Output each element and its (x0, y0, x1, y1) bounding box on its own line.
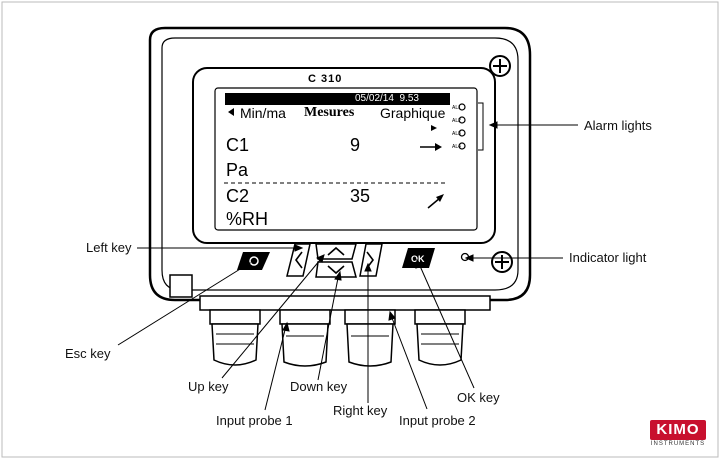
gland-plate (199, 295, 491, 311)
channel2-name: C2 (226, 186, 250, 206)
input-probe-1-connector (279, 309, 331, 367)
up-key[interactable] (315, 243, 357, 260)
kimo-logo-name: KIMO (650, 420, 706, 440)
status-bar (225, 93, 450, 105)
channel1-name: C1 (226, 135, 250, 155)
leader-ok-key-arrowhead-icon (415, 258, 423, 269)
left-key[interactable] (286, 243, 311, 277)
callout-down-key: Down key (290, 379, 348, 394)
alarm-light-1-icon (458, 103, 466, 111)
callout-input-probe-2: Input probe 2 (399, 413, 476, 428)
leader-input-probe-1 (264, 329, 286, 411)
trend-arrow-up-icon (427, 197, 441, 209)
channel1-unit: Pa (226, 160, 249, 180)
status-datetime: 05/02/14 9.53 (355, 93, 419, 104)
down-chevron-icon (327, 265, 345, 275)
alarm-light-2-icon (458, 116, 466, 124)
up-chevron-icon (327, 246, 345, 256)
screw-top-right-icon (489, 55, 511, 77)
alarm-bracket (478, 102, 484, 151)
menu-left-label: Min/ma (240, 105, 286, 121)
ok-key-label: OK (411, 254, 425, 264)
esc-icon (249, 256, 259, 266)
trend-arrow-up-head-icon (436, 194, 444, 202)
leader-esc-key (117, 265, 246, 346)
alarm-light-4-icon (458, 142, 466, 150)
leader-ok-key (419, 265, 475, 389)
callout-alarm-lights: Alarm lights (584, 118, 652, 133)
model-label: C 310 (308, 73, 343, 85)
display-screen (214, 87, 478, 231)
channel1-value: 9 (350, 135, 361, 155)
callout-esc-key: Esc key (65, 346, 111, 361)
channel2-value: 35 (350, 186, 371, 206)
leader-alarm-lights-arrowhead-icon (488, 121, 498, 129)
callout-indicator-light: Indicator light (569, 250, 647, 265)
alarm-lights (458, 103, 466, 150)
leader-right-key-arrowhead-icon (364, 262, 372, 272)
mount-tab-left (169, 274, 193, 298)
leader-left-key-arrowhead-icon (294, 244, 304, 252)
cable-gland-right (414, 309, 466, 366)
kimo-logo-tagline: INSTRUMENTS (650, 441, 706, 447)
alarm-light-3-icon (458, 129, 466, 137)
menu-right-arrow-icon (431, 125, 437, 131)
trend-arrow-right-head-icon (435, 143, 442, 151)
leader-input-probe-2-arrowhead-icon (388, 310, 396, 321)
alarm-label-1: AL1 (452, 105, 461, 111)
channel2-unit: %RH (226, 209, 269, 229)
callout-up-key: Up key (188, 379, 229, 394)
leader-esc-key-arrowhead-icon (242, 262, 251, 270)
callout-ok-key: OK key (457, 390, 500, 405)
leader-down-key (317, 277, 339, 381)
left-chevron-icon (295, 251, 303, 269)
callout-right-key: Right key (333, 403, 388, 418)
leader-up-key-arrowhead-icon (316, 254, 325, 263)
callout-left-key: Left key (86, 240, 132, 255)
leader-input-probe-1-arrowhead-icon (282, 321, 290, 332)
alarm-label-2: AL2 (452, 118, 461, 124)
kimo-logo: KIMO INSTRUMENTS (650, 420, 706, 450)
alarm-label-4: AL4 (452, 144, 461, 150)
leader-down-key-arrowhead-icon (334, 270, 342, 281)
leader-indicator-light-arrowhead-icon (464, 254, 474, 262)
screw-bottom-right-icon (491, 251, 513, 273)
leader-input-probe-2 (391, 317, 428, 410)
menu-left-arrow-icon (228, 108, 234, 116)
callout-input-probe-1: Input probe 1 (216, 413, 293, 428)
down-key[interactable] (315, 261, 357, 278)
ok-key[interactable]: OK (402, 248, 435, 268)
menu-center-label: Mesures (304, 105, 355, 120)
callout-leaders (117, 121, 578, 411)
input-probe-2-connector (344, 309, 396, 367)
alarm-label-3: AL3 (452, 131, 461, 137)
leader-up-key (221, 259, 321, 379)
cable-gland-left (209, 309, 261, 366)
menu-right-label: Graphique (380, 105, 446, 121)
